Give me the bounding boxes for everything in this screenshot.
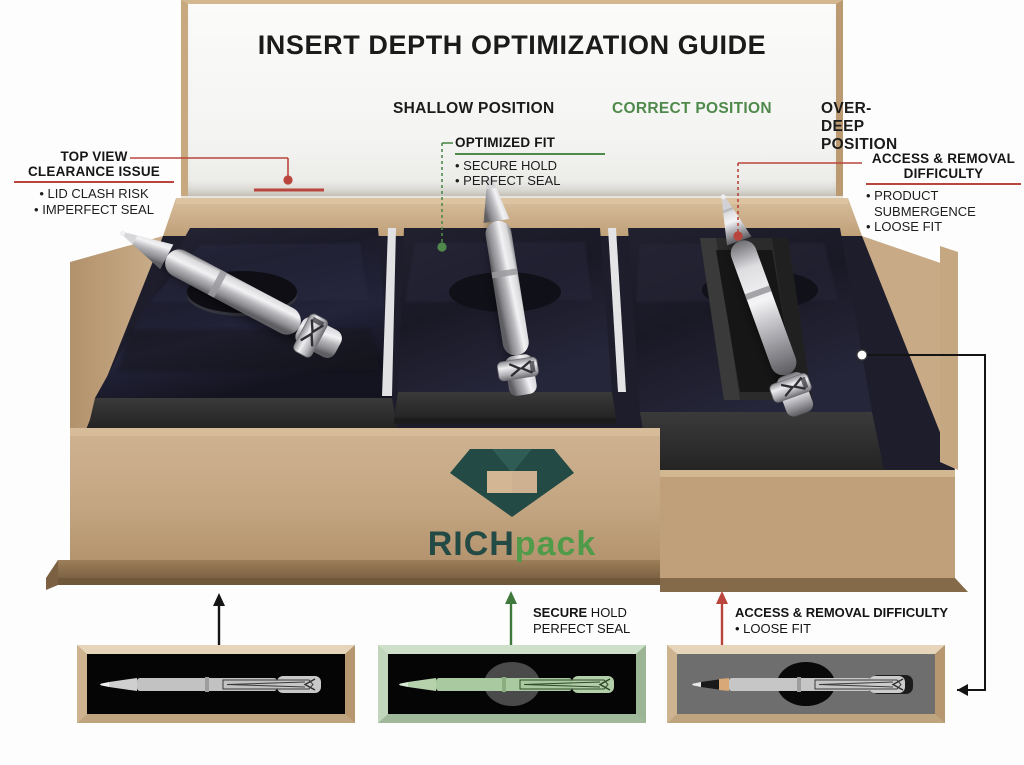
callout-center-title-line1: OPTIMIZED FIT: [455, 135, 556, 150]
box-corner-post: [940, 246, 958, 470]
callout-right-rule: [866, 183, 1021, 185]
position-label-over-deep: OVER-DEEP POSITION: [821, 100, 898, 153]
callout-right-title-line1: ACCESS & REMOVAL: [871, 151, 1016, 166]
thumb3-graphic: [667, 645, 945, 723]
position-label-shallow: SHALLOW POSITION: [393, 100, 555, 117]
box-lid-panel: INSERT DEPTH OPTIMIZATION GUIDE SHALLOW …: [181, 0, 897, 196]
arrow-up-over-deep: [716, 591, 728, 645]
brand-wordmark: RICHpack: [391, 525, 633, 564]
arrow-up-correct: [505, 591, 517, 645]
page-title: INSERT DEPTH OPTIMIZATION GUIDE: [257, 30, 767, 60]
thumb1-graphic: [77, 645, 355, 723]
diamond-gem-mark: [450, 449, 574, 517]
brand-logo: RICHpack: [391, 443, 633, 565]
pen-shallow: [120, 230, 342, 358]
bottom-label-over-deep-line1: ACCESS & REMOVAL DIFFICULTY: [735, 605, 949, 620]
brand-word-pack: pack: [514, 525, 597, 563]
brand-word-rich: RICH: [427, 525, 515, 563]
leader-line-left: [130, 157, 324, 192]
thumbnail-over-deep-top-view[interactable]: [667, 645, 945, 723]
callout-center-rule: [455, 152, 605, 155]
leader-line-center: [437, 142, 453, 252]
callout-left-title-line2: CLEARANCE ISSUE: [27, 163, 160, 179]
pen-correct: [483, 173, 539, 396]
bottom-label-over-deep: ACCESS & REMOVAL DIFFICULTY • LOOSE FIT: [735, 605, 948, 636]
callout-optimized-fit: OPTIMIZED FIT • SECURE HOLD • PERFECT SE…: [455, 135, 605, 189]
thumb1-pen: [100, 676, 321, 693]
callout-right-item-1: SUBMERGENCE: [874, 203, 976, 219]
callout-left-item-1: • IMPERFECT SEAL: [34, 201, 154, 217]
callout-right-title-line2: DIFFICULTY: [903, 165, 984, 181]
bottom-label-correct-line2: PERFECT SEAL: [533, 620, 631, 636]
bottom-label-correct-rest: HOLD: [587, 605, 627, 620]
callout-right-item-0: • PRODUCT: [866, 188, 939, 203]
arrow-up-shallow: [213, 593, 225, 645]
bottom-label-correct: SECURE HOLD PERFECT SEAL: [533, 605, 630, 636]
compartment-over-deep: [628, 228, 884, 478]
leader-line-right: [733, 162, 862, 241]
callout-left-title-line1: TOP VIEW: [60, 149, 128, 164]
bottom-label-over-deep-line2: • LOOSE FIT: [735, 620, 812, 636]
callout-left-rule: [14, 181, 174, 183]
position-label-correct: CORRECT POSITION: [612, 100, 772, 117]
thumbnail-shallow-top-view[interactable]: [77, 645, 355, 723]
thumb3-pen: [692, 675, 913, 694]
callout-top-view-clearance-issue: TOP VIEW CLEARANCE ISSUE • LID CLASH RIS…: [14, 149, 174, 217]
callout-center-item-1: • PERFECT SEAL: [455, 173, 561, 188]
pen-over-deep: [720, 194, 814, 417]
thumb2-graphic: [378, 645, 646, 723]
bottom-label-correct-strong: SECURE: [533, 605, 588, 620]
thumb2-pen: [399, 676, 614, 693]
lid-inner-shadow: [188, 180, 836, 196]
callout-right-item-2: • LOOSE FIT: [866, 219, 943, 234]
thumbnail-correct-top-view[interactable]: [378, 645, 646, 723]
leader-line-corner-to-thumb: [856, 349, 986, 696]
callout-center-item-0: • SECURE HOLD: [455, 157, 558, 173]
callout-access-removal-difficulty: ACCESS & REMOVAL DIFFICULTY • PRODUCT SU…: [866, 151, 1021, 235]
callout-left-item-0: • LID CLASH RISK: [39, 186, 149, 201]
